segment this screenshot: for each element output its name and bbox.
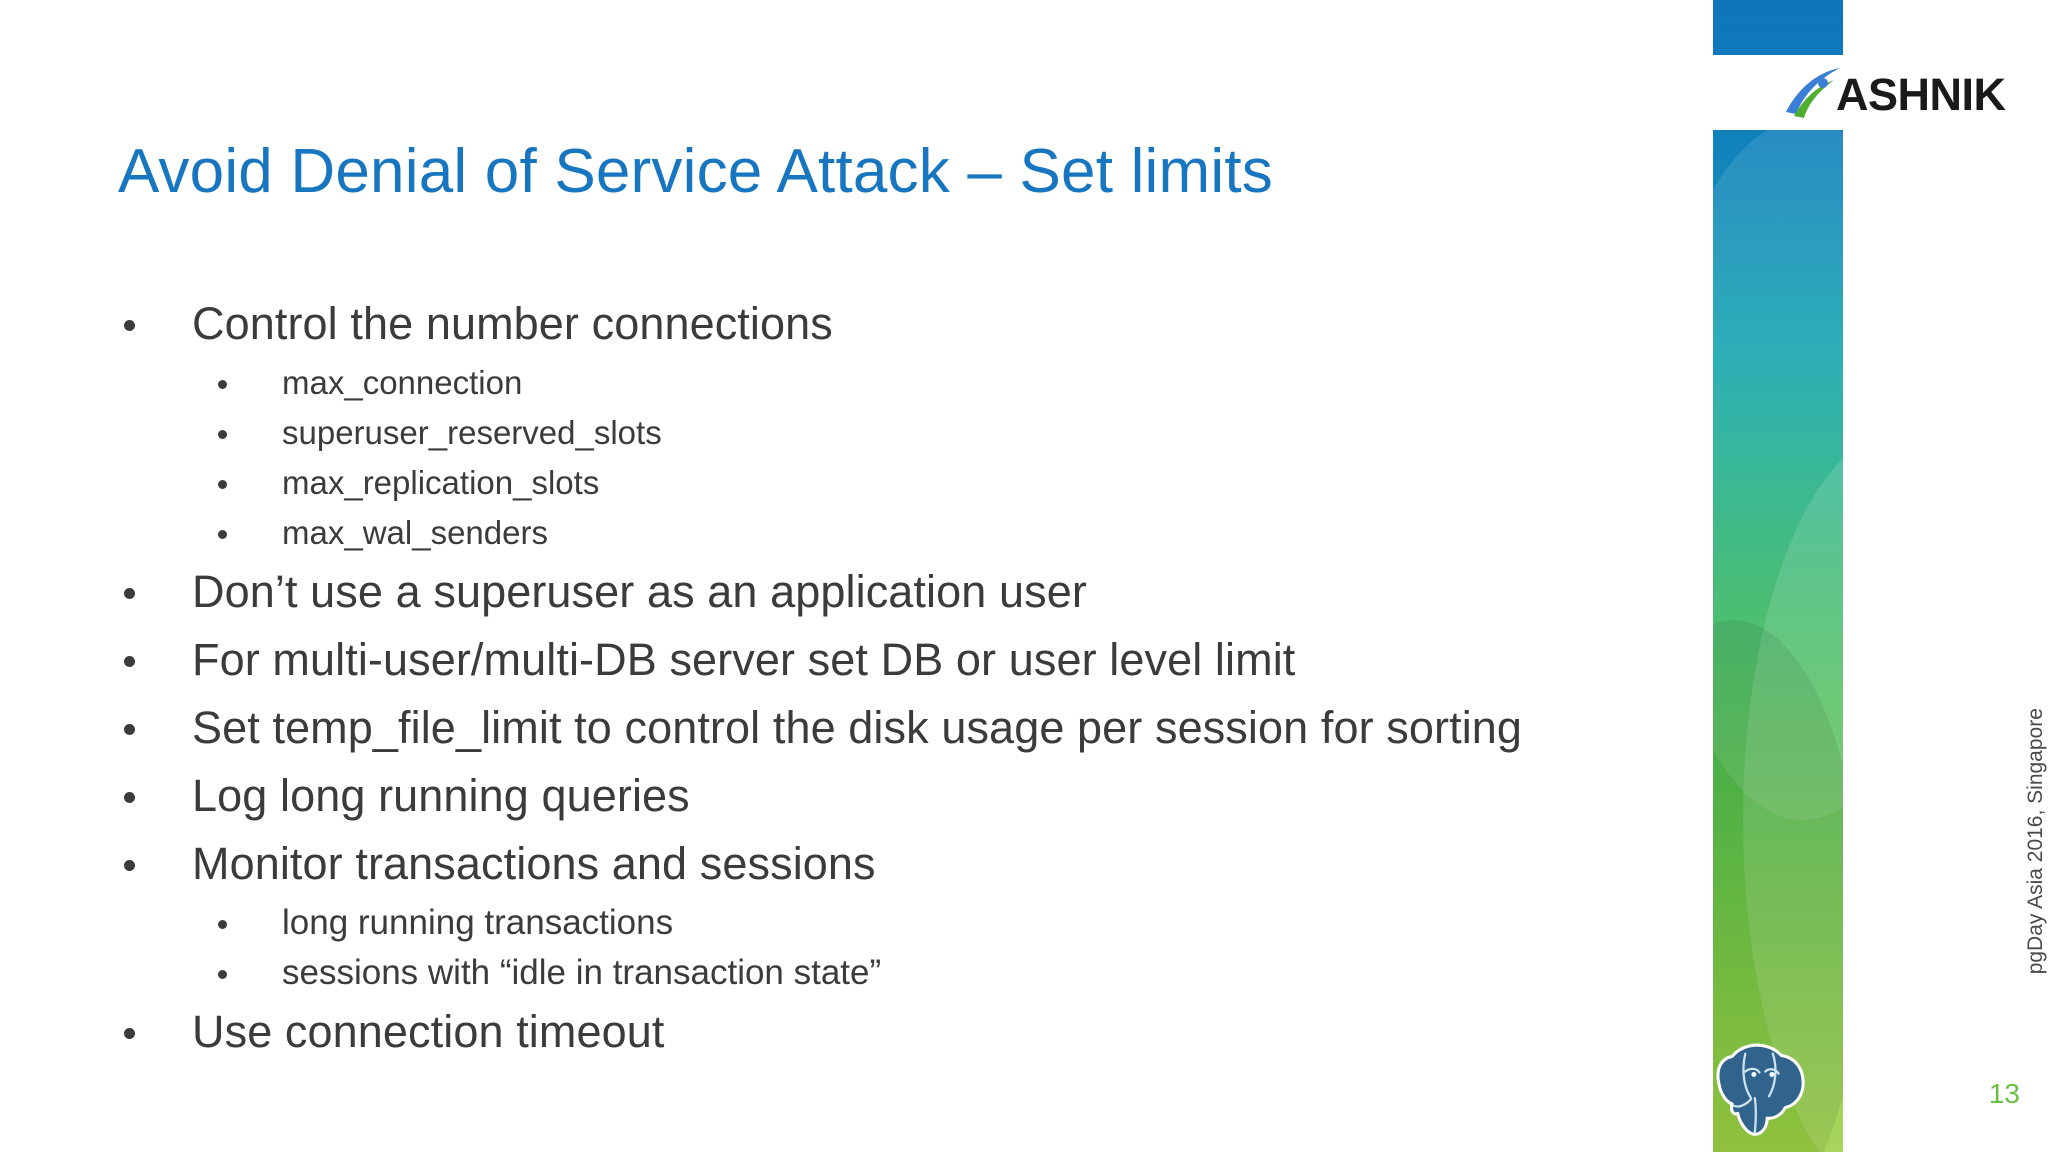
bullet-level2-text: max_replication_slots: [282, 464, 600, 501]
bullet-level1: Use connection timeout: [110, 998, 1810, 1066]
slide-title: Avoid Denial of Service Attack – Set lim…: [118, 137, 1273, 206]
ashnik-logo: ASHNIK: [1784, 58, 2034, 130]
bullet-level1: Monitor transactions and sessions: [110, 830, 1810, 898]
sub-bullet-group: long running transactions sessions with “…: [110, 898, 1810, 998]
bullet-dot-icon: [124, 656, 135, 667]
band-notch: [1713, 55, 1843, 130]
band-swoosh-light: [1713, 120, 1843, 820]
bullet-dot-icon: [218, 530, 227, 539]
bullet-level2: max_connection: [110, 358, 1810, 408]
bullet-level1: Set temp_file_limit to control the disk …: [110, 694, 1810, 762]
bullet-level2-text: sessions with “idle in transaction state…: [282, 953, 882, 992]
page-number: 13: [1988, 1078, 2020, 1109]
decorative-side-band: [1713, 0, 1843, 1152]
bullet-dot-icon: [124, 588, 135, 599]
bullet-level1-text: For multi-user/multi-DB server set DB or…: [192, 634, 1296, 685]
bullet-level2-text: superuser_reserved_slots: [282, 414, 662, 451]
bullet-level1-text: Set temp_file_limit to control the disk …: [192, 702, 1523, 753]
bullet-level2: superuser_reserved_slots: [110, 408, 1810, 458]
bullet-dot-icon: [218, 920, 227, 929]
bullet-level2-text: max_wal_senders: [282, 514, 548, 551]
bullet-level1-text: Use connection timeout: [192, 1006, 665, 1057]
conference-label: pgDay Asia 2016, Singapore: [2024, 708, 2047, 975]
bullet-dot-icon: [218, 480, 227, 489]
bullet-level2: max_wal_senders: [110, 508, 1810, 558]
bullet-dot-icon: [124, 1028, 135, 1039]
bullet-level1-text: Monitor transactions and sessions: [192, 838, 876, 889]
bullet-level1-text: Control the number connections: [192, 298, 833, 349]
bullet-level1-text: Don’t use a superuser as an application …: [192, 566, 1087, 617]
bullet-level1: Control the number connections: [110, 290, 1810, 358]
bullet-level2: sessions with “idle in transaction state…: [110, 948, 1810, 998]
bullet-level1: Log long running queries: [110, 762, 1810, 830]
ashnik-wordmark: ASHNIK: [1836, 68, 2006, 120]
bullet-level2: long running transactions: [110, 898, 1810, 948]
bullet-dot-icon: [218, 970, 227, 979]
bullet-dot-icon: [218, 430, 227, 439]
bullet-level1-text: Log long running queries: [192, 770, 690, 821]
ashnik-swoosh-mark: [1784, 62, 1848, 126]
bullet-dot-icon: [124, 320, 135, 331]
bullet-level2: max_replication_slots: [110, 458, 1810, 508]
bullet-level2-text: max_connection: [282, 364, 523, 401]
bullet-level2-text: long running transactions: [282, 903, 674, 942]
bullet-dot-icon: [218, 380, 227, 389]
slide-body-list: Control the number connections max_connec…: [110, 290, 1810, 1066]
bullet-level1: Don’t use a superuser as an application …: [110, 558, 1810, 626]
bullet-dot-icon: [124, 792, 135, 803]
bullet-dot-icon: [124, 724, 135, 735]
bullet-dot-icon: [124, 860, 135, 871]
bullet-level1: For multi-user/multi-DB server set DB or…: [110, 626, 1810, 694]
postgresql-elephant-icon: [1713, 1028, 1808, 1138]
